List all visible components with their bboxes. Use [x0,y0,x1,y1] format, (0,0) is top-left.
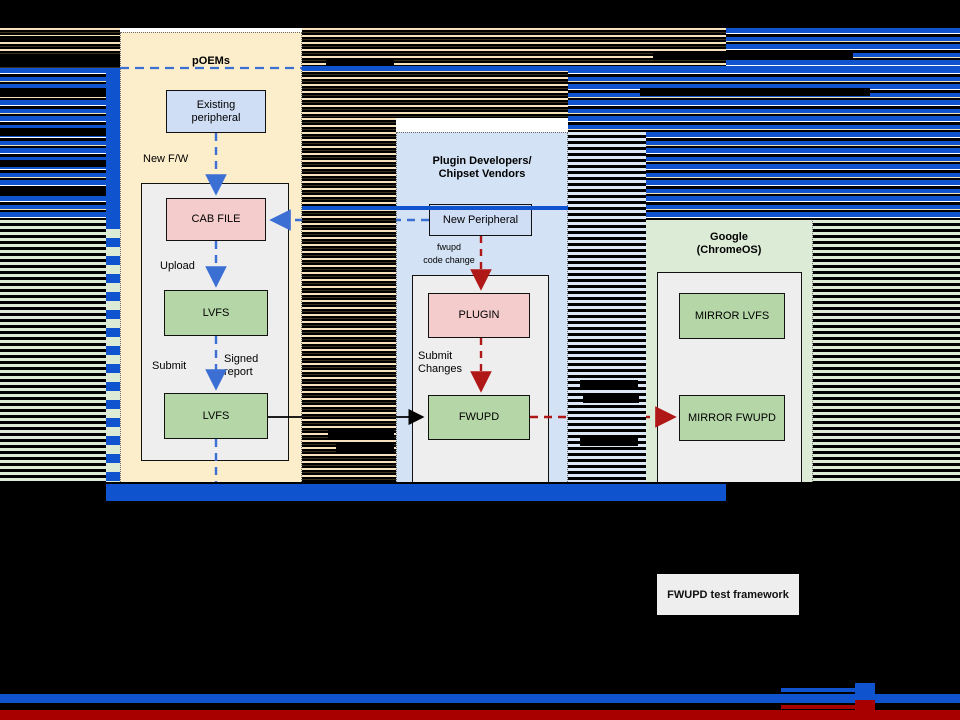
edge-label-new-fw: New F/W [143,153,189,165]
node-existing-peripheral[interactable]: Existing peripheral [166,90,266,133]
node-lvfs-upload-label: LVFS [202,306,230,319]
node-cab-file[interactable]: CAB FILE [166,198,266,241]
legend-rule-blue-long [0,694,960,703]
edge-label-upload: Upload [160,260,195,272]
edge-label-submit-changes: Submit Changes [418,350,463,375]
node-plugin-label: PLUGIN [458,309,500,321]
node-cab-file-label: CAB FILE [191,213,241,225]
legend-swatch-blue [855,683,875,698]
node-existing-peripheral-label: Existing peripheral [191,98,241,124]
node-mirror-fwupd[interactable]: MIRROR FWUPD [679,395,785,441]
edge-label-fwupd-code-change: fwupd code change [423,242,475,265]
framework-label-text: FWUPD test framework [667,588,789,601]
legend-rule-red-short [781,705,861,709]
node-lvfs-submit-label: LVFS [202,409,230,422]
node-new-peripheral[interactable]: New Peripheral [429,204,532,236]
node-lvfs-upload[interactable]: LVFS [164,290,268,336]
swimlane-google-title: Google (ChromeOS) [696,231,762,256]
node-mirror-lvfs-label: MIRROR LVFS [694,309,770,322]
diagram-canvas: pOEMs Plugin Developers/ Chipset Vendors… [0,28,960,500]
swimlane-plugin-developers-title: Plugin Developers/ Chipset Vendors [432,155,532,180]
legend-swatch-red [855,700,875,715]
legend-rule-blue-short [781,688,861,692]
legend-rule-red-long [0,710,960,720]
edge-label-submit: Submit [152,360,187,372]
framework-label-box: FWUPD test framework [657,574,799,615]
edge-label-signed-report: Signed report [224,353,259,378]
glitch-bottom-bluebar-2 [106,492,726,501]
glitch-top-band [0,0,960,28]
node-mirror-lvfs[interactable]: MIRROR LVFS [679,293,785,339]
node-mirror-fwupd-label: MIRROR FWUPD [688,411,776,424]
node-new-peripheral-label: New Peripheral [442,213,519,226]
node-fwupd-label: FWUPD [458,411,500,423]
node-lvfs-submit[interactable]: LVFS [164,393,268,439]
node-plugin[interactable]: PLUGIN [428,293,530,338]
swimlane-poems-title: pOEMs [192,55,230,67]
node-fwupd[interactable]: FWUPD [428,395,530,440]
glitch-bottom-black [0,482,960,720]
